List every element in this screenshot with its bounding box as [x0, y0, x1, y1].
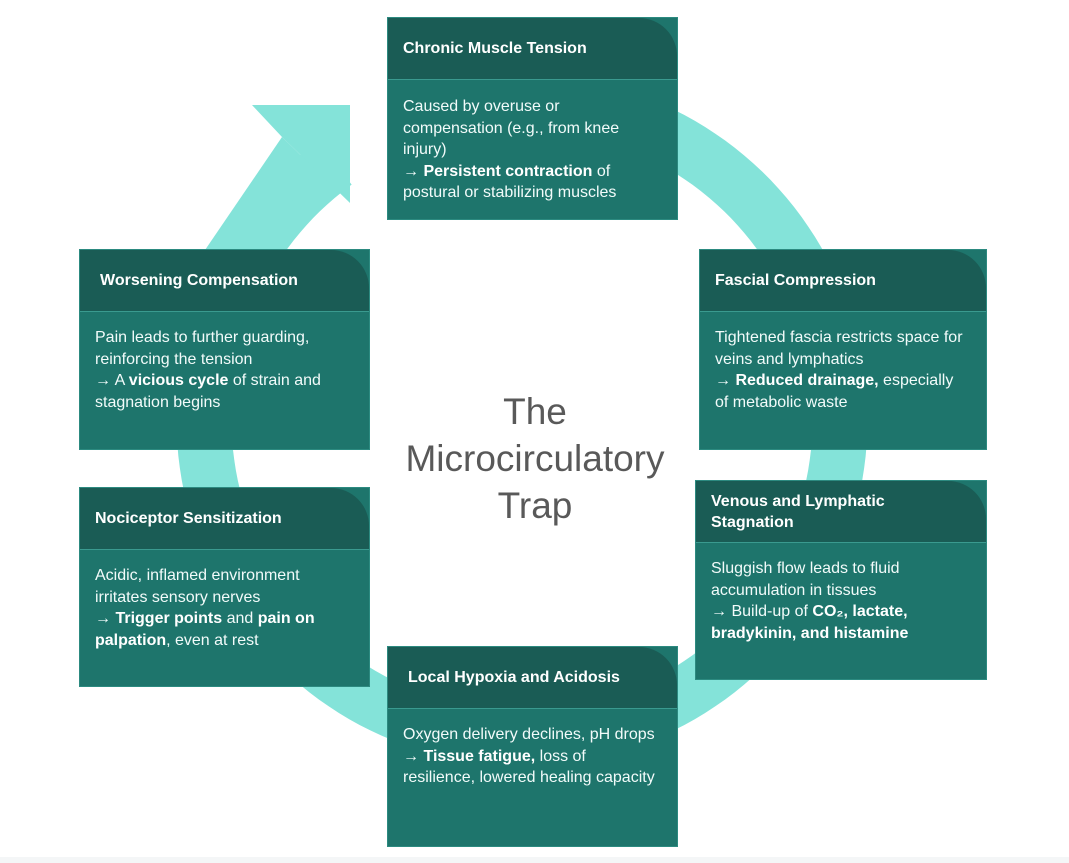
card-description: Sluggish flow leads to fluid accumulatio… [711, 560, 900, 599]
card-body: Oxygen delivery declines, pH drops → Tis… [388, 709, 677, 805]
cycle-arrow-shaft-icon [205, 137, 316, 250]
arrow-icon: → [715, 372, 736, 389]
card-body: Tightened fascia restricts space for vei… [700, 312, 986, 429]
card-body: Caused by overuse or compensation (e.g.,… [388, 80, 677, 219]
card-body: Sluggish flow leads to fluid accumulatio… [696, 543, 986, 660]
card-description: Oxygen delivery declines, pH drops [403, 726, 655, 743]
page-footer-strip [0, 857, 1069, 863]
card-title: Nociceptor Sensitization [80, 488, 369, 550]
card-description: Tightened fascia restricts space for vei… [715, 329, 963, 368]
card-local-hypoxia-acidosis: Local Hypoxia and Acidosis Oxygen delive… [387, 646, 678, 847]
card-emphasis-2: pain on palpation [95, 610, 315, 649]
card-nociceptor-sensitization: Nociceptor Sensitization Acidic, inflame… [79, 487, 370, 687]
card-result: of strain and stagnation begins [95, 372, 321, 411]
arrow-icon: → [711, 603, 732, 620]
card-description: Pain leads to further guarding, reinforc… [95, 329, 310, 368]
card-title: Fascial Compression [700, 250, 986, 312]
card-body: Acidic, inflamed environment irritates s… [80, 550, 369, 667]
diagram-title: The Microcirculatory Trap [385, 388, 685, 529]
card-emphasis: Reduced drainage, [735, 372, 879, 389]
card-title: Chronic Muscle Tension [388, 18, 677, 80]
diagram-title-line: Trap [497, 485, 573, 526]
arrow-icon: → [95, 372, 115, 389]
card-chronic-muscle-tension: Chronic Muscle Tension Caused by overuse… [387, 17, 678, 220]
card-venous-lymphatic-stagnation: Venous and Lymphatic Stagnation Sluggish… [695, 480, 987, 680]
card-emphasis: Persistent contraction [423, 162, 593, 180]
card-result: , even at rest [166, 631, 259, 649]
diagram-title-line: Microcirculatory [405, 438, 665, 479]
cycle-arrow-icon [252, 105, 350, 203]
arrow-icon: → [403, 162, 424, 180]
card-body: Pain leads to further guarding, reinforc… [80, 312, 369, 429]
card-connector: and [222, 610, 258, 627]
arrow-icon: → [403, 747, 424, 765]
card-title: Worsening Compensation [80, 250, 369, 312]
card-result-prefix: Build-up of [731, 603, 813, 620]
card-emphasis: vicious cycle [128, 372, 229, 389]
card-result: of postural or stabilizing muscles [403, 162, 617, 202]
card-title: Venous and Lymphatic Stagnation [696, 481, 986, 543]
diagram-title-line: The [503, 391, 567, 432]
arrow-icon: → [95, 610, 116, 627]
card-worsening-compensation: Worsening Compensation Pain leads to fur… [79, 249, 370, 450]
card-result: loss of resilience, lowered healing capa… [403, 747, 655, 787]
card-fascial-compression: Fascial Compression Tightened fascia res… [699, 249, 987, 450]
card-emphasis: Trigger points [115, 610, 223, 627]
card-description: Acidic, inflamed environment irritates s… [95, 567, 300, 606]
card-result-prefix: A [114, 372, 129, 389]
card-emphasis: Tissue fatigue, [423, 747, 536, 765]
card-emphasis: CO₂, lactate, bradykinin, and histamine [711, 603, 909, 642]
card-title: Local Hypoxia and Acidosis [388, 647, 677, 709]
card-result: especially of metabolic waste [715, 372, 954, 411]
card-description: Caused by overuse or compensation (e.g.,… [403, 98, 620, 158]
